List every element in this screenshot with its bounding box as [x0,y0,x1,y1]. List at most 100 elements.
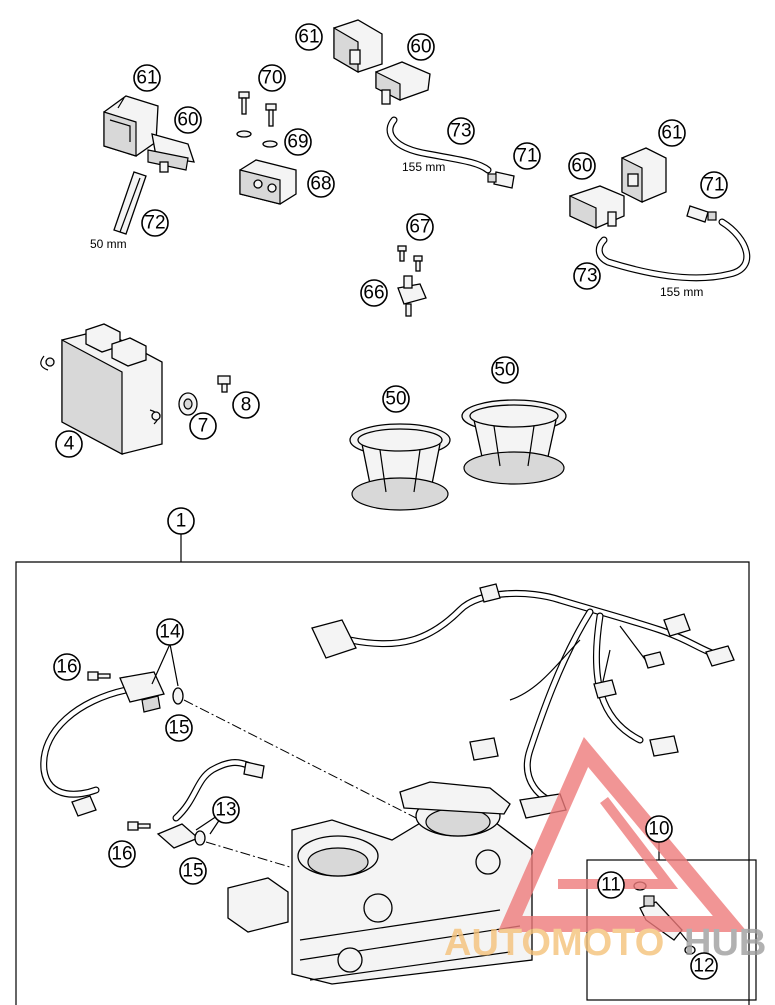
callout-15-upper: 15 [165,714,193,742]
map-sensor-holder-61-left [103,95,159,157]
screw-8 [217,375,231,393]
hose-72 [113,171,147,235]
svg-text:68: 68 [310,174,331,195]
svg-text:61: 61 [136,68,157,89]
screws-70 [238,91,277,127]
callout-1: 1 [167,507,195,535]
svg-text:61: 61 [298,27,319,48]
alignment-line-upper [183,699,421,821]
sensor-13 [156,759,265,849]
svg-text:11: 11 [601,875,621,896]
svg-text:10: 10 [648,819,669,840]
callout-61-upper-middle: 61 [295,23,323,51]
callout-68: 68 [307,170,335,198]
svg-text:14: 14 [159,622,181,643]
callout-60-upper-middle: 60 [407,33,435,61]
callout-14: 14 [156,618,184,646]
leader-14 [151,643,179,687]
callout-60-upper-left: 60 [174,106,202,134]
watermark-text-automoto: AUTOMOTO [444,922,664,964]
svg-text:70: 70 [261,68,282,89]
svg-text:7: 7 [198,416,209,437]
callout-73-upper: 73 [447,117,475,145]
callout-12: 12 [690,952,718,980]
restrictor-71-right [686,205,717,223]
hose-73-right [595,218,751,282]
svg-text:71: 71 [516,146,537,167]
callout-8: 8 [232,391,260,419]
grommet-7 [178,392,198,416]
dimension-hose-73-upper: 155 mm [402,160,445,174]
callout-66: 66 [360,279,388,307]
map-sensor-60-left [147,133,195,173]
watermark-triangle-inner [558,796,679,889]
callout-73-right: 73 [573,262,601,290]
callout-7: 7 [189,412,217,440]
callout-13: 13 [212,796,240,824]
alignment-line-lower [205,841,301,871]
callout-15-lower: 15 [179,857,207,885]
callout-16-lower: 16 [108,840,136,868]
dimension-hose-73-right: 155 mm [660,285,703,299]
svg-text:72: 72 [144,213,165,234]
hose-73-upper [386,116,492,174]
callout-71-upper: 71 [513,142,541,170]
svg-text:16: 16 [111,844,132,865]
o-ring-12 [684,945,696,955]
assembly-1-frame [15,561,750,1005]
callout-70: 70 [258,64,286,92]
svg-text:73: 73 [576,266,597,287]
sensor-66 [397,275,427,317]
sensor-holder-68 [239,159,297,205]
engine-control-unit-4 [40,323,163,455]
map-sensor-holder-61-middle [333,19,383,74]
svg-text:60: 60 [410,37,431,58]
intake-adapter-50-right [461,399,567,485]
watermark-triangle [497,737,748,932]
svg-text:66: 66 [363,283,384,304]
callout-71-right: 71 [700,171,728,199]
svg-text:1: 1 [176,511,187,532]
callout-69: 69 [284,128,312,156]
callout-61-upper-left: 61 [133,64,161,92]
screw-16-lower [127,821,151,831]
callout-72: 72 [141,209,169,237]
svg-text:12: 12 [693,956,714,977]
map-sensor-60-middle [375,61,431,105]
svg-text:73: 73 [450,121,471,142]
svg-text:4: 4 [64,434,75,455]
wiring-harness [311,583,735,808]
intake-adapter-50-left [349,423,451,511]
svg-text:60: 60 [177,110,198,131]
svg-text:16: 16 [56,657,77,678]
screws-67 [397,245,423,272]
callout-50-left: 50 [382,385,410,413]
callout-10: 10 [645,815,673,843]
map-sensor-holder-61-right [621,147,667,203]
callout-16-upper: 16 [53,653,81,681]
restrictor-71-upper [487,171,515,189]
throttle-body-assembly [227,781,567,985]
callout-60-right: 60 [568,152,596,180]
svg-text:60: 60 [571,156,592,177]
svg-text:15: 15 [182,861,203,882]
throttle-position-sensor-14 [40,671,184,817]
callout-4: 4 [55,430,83,458]
dimension-hose-72: 50 mm [90,237,127,251]
svg-text:50: 50 [494,360,515,381]
automotohub-watermark: AUTOMOTO HUB [444,737,766,964]
svg-text:50: 50 [385,389,406,410]
svg-text:8: 8 [241,395,252,416]
screw-16-upper [87,671,111,681]
callout-61-right: 61 [658,119,686,147]
svg-text:15: 15 [168,718,189,739]
map-sensor-60-right [569,185,625,229]
svg-text:69: 69 [287,132,308,153]
svg-text:71: 71 [703,175,724,196]
callout-11: 11 [597,871,625,899]
callout-50-right: 50 [491,356,519,384]
washers-69 [236,130,278,148]
svg-text:67: 67 [409,217,430,238]
callout-67: 67 [406,213,434,241]
